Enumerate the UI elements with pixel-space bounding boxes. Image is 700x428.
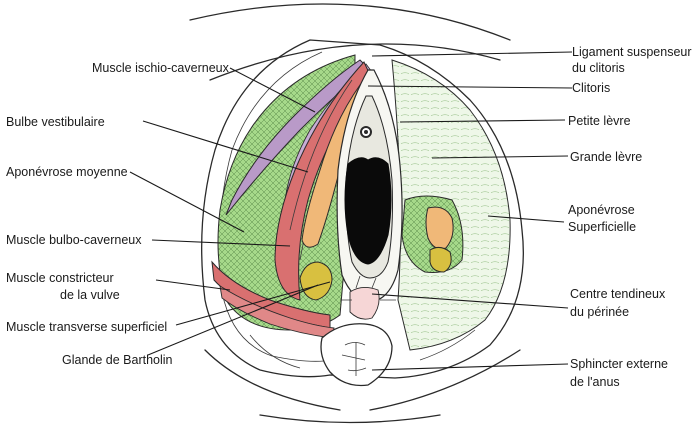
bartholin-gland-right bbox=[429, 246, 452, 273]
anus-folds bbox=[341, 342, 367, 376]
perineal-center bbox=[349, 287, 380, 320]
leader-sphincter bbox=[371, 363, 569, 371]
label-clitoris: Clitoris bbox=[572, 81, 610, 95]
leader-ligament bbox=[371, 51, 573, 57]
bottom-contour bbox=[259, 414, 441, 424]
label-transverse-superficial: Muscle transverse superficiel bbox=[6, 320, 167, 334]
leader-apo-sup bbox=[487, 215, 565, 223]
label-ligament-line1: Ligament suspenseur bbox=[572, 45, 692, 59]
label-ligament-line2: du clitoris bbox=[572, 61, 625, 75]
label-ischio-cavernous: Muscle ischio-caverneux bbox=[92, 61, 230, 75]
clitoris-center bbox=[364, 130, 368, 134]
label-aponeurosis-sup-line2: Superficielle bbox=[568, 220, 636, 234]
label-aponeurosis-moyenne: Aponévrose moyenne bbox=[6, 165, 128, 179]
leader-ischio bbox=[229, 67, 316, 113]
label-aponeurosis-sup-line1: Aponévrose bbox=[568, 203, 635, 217]
leader-petite bbox=[399, 119, 566, 123]
anal-sphincter bbox=[320, 323, 393, 387]
label-bartholin-gland: Glande de Bartholin bbox=[62, 353, 173, 367]
leader-transverse bbox=[175, 281, 331, 326]
vaginal-opening bbox=[344, 157, 392, 265]
label-vestibular-bulb: Bulbe vestibulaire bbox=[6, 115, 105, 129]
label-sphincter-line2: de l'anus bbox=[570, 375, 620, 389]
upper-contour bbox=[189, 3, 511, 81]
leader-centre bbox=[371, 293, 569, 309]
leader-bulbe bbox=[142, 120, 309, 173]
flank-marks bbox=[249, 329, 476, 369]
leader-apo-moy bbox=[129, 171, 245, 233]
leader-bartholin bbox=[147, 284, 319, 356]
label-centre-line2: du périnée bbox=[570, 305, 629, 319]
label-constrictor-line1: Muscle constricteur bbox=[6, 271, 114, 285]
lower-contour bbox=[204, 349, 521, 411]
label-petite-levre: Petite lèvre bbox=[568, 114, 631, 128]
perineal-fibers bbox=[340, 275, 396, 301]
leader-constricteur bbox=[155, 279, 231, 291]
perineum-outline bbox=[201, 39, 524, 379]
bartholin-gland-left bbox=[299, 261, 333, 301]
leader-clitoris bbox=[367, 85, 573, 89]
label-bulbo-cavernous: Muscle bulbo-caverneux bbox=[6, 233, 142, 247]
leader-grande bbox=[431, 155, 569, 159]
bulbo-cavernous-muscle bbox=[274, 61, 371, 301]
label-constrictor-line2: de la vulve bbox=[60, 288, 120, 302]
label-centre-line1: Centre tendineux bbox=[570, 287, 666, 301]
right-bulb bbox=[425, 206, 454, 250]
label-grande-levre: Grande lèvre bbox=[570, 150, 642, 164]
label-sphincter-line1: Sphincter externe bbox=[570, 357, 668, 371]
leader-bulbo bbox=[151, 239, 291, 247]
